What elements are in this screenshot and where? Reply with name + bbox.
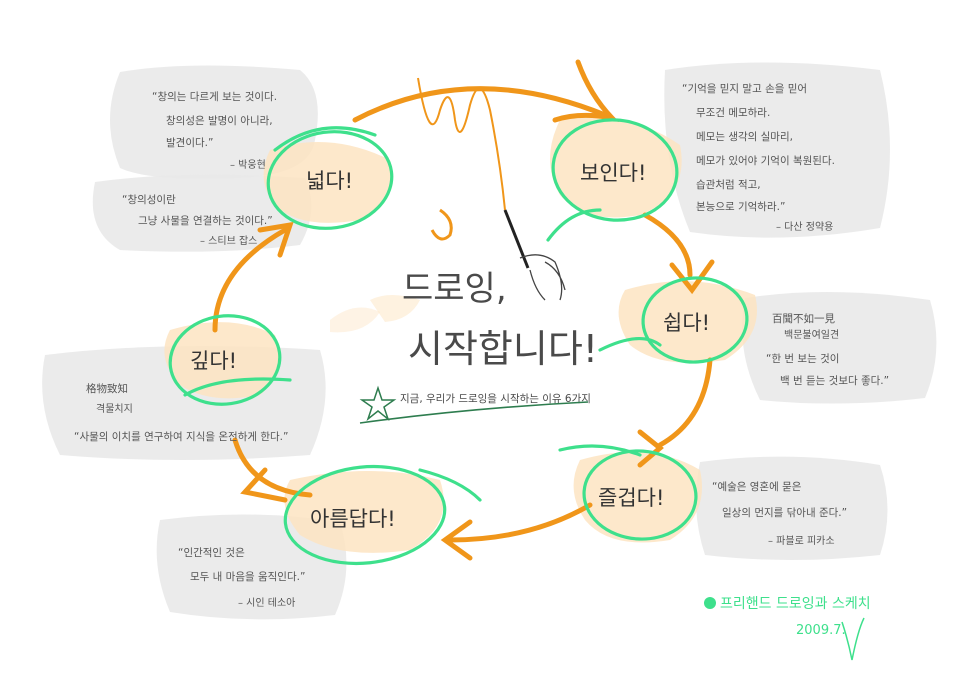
svg-text:格物致知: 格物致知: [86, 382, 128, 395]
svg-text:그냥 사물을 연결하는 것이다.”: 그냥 사물을 연결하는 것이다.”: [138, 214, 273, 227]
svg-text:– 스티브 잡스: – 스티브 잡스: [200, 235, 257, 247]
svg-text:메모가 있어야 기억이 복원된다.: 메모가 있어야 기억이 복원된다.: [696, 154, 835, 167]
svg-text:무조건 메모하라.: 무조건 메모하라.: [696, 106, 770, 119]
arrow-right-lower: [657, 357, 713, 448]
title-line2: 시작합니다!: [408, 327, 598, 371]
arrow-top: [352, 86, 608, 123]
node-label-fun: 즐겁다!: [598, 486, 664, 510]
node-label-beautiful: 아름답다!: [310, 507, 396, 531]
quote-seeing-once: 百聞不如一見 백문불여일견 “한 번 보는 것이 백 번 듣는 것보다 좋다.”: [766, 312, 889, 387]
quote-memo: “기억을 믿지 말고 손을 믿어 무조건 메모하라. 메모는 생각의 실마리, …: [682, 83, 835, 233]
svg-text:본능으로 기억하라.”: 본능으로 기억하라.”: [696, 200, 785, 213]
node-label-wide: 넓다!: [306, 169, 353, 193]
node-label-easy: 쉽다!: [663, 311, 710, 335]
arrow-right-upper: [642, 212, 693, 278]
subtitle: 지금, 우리가 드로잉을 시작하는 이유 6가지: [400, 392, 591, 405]
svg-text:일상의 먼지를 닦아내 준다.”: 일상의 먼지를 닦아내 준다.”: [722, 506, 847, 519]
star-icon: [359, 385, 397, 422]
svg-text:창의성은 발명이 아니라,: 창의성은 발명이 아니라,: [166, 115, 273, 127]
svg-text:“인간적인 것은: “인간적인 것은: [178, 547, 245, 559]
svg-text:– 파블로 피카소: – 파블로 피카소: [768, 535, 835, 547]
svg-text:“한 번 보는 것이: “한 번 보는 것이: [766, 353, 839, 365]
node-highlights: [164, 117, 757, 553]
svg-text:“사물의 이치를 연구하여 지식을 온전하게 한다.”: “사물의 이치를 연구하여 지식을 온전하게 한다.”: [74, 430, 288, 443]
svg-text:메모는 생각의 실마리,: 메모는 생각의 실마리,: [696, 131, 793, 143]
quote-backgrounds: [42, 62, 937, 620]
arrowhead-left-upper: [257, 221, 294, 258]
svg-text:– 다산 정약용: – 다산 정약용: [776, 221, 833, 233]
svg-text:“기억을 믿지 말고 손을 믿어: “기억을 믿지 말고 손을 믿어: [682, 83, 807, 95]
signature: 프리핸드 드로잉과 스케치 2009.7.: [704, 596, 871, 661]
node-rings: [168, 118, 749, 566]
signature-mark: [841, 617, 865, 661]
arrowhead-bottom: [440, 519, 473, 561]
svg-text:습관처럼 적고,: 습관처럼 적고,: [696, 178, 761, 191]
quote-creativity-seeing: “창의는 다르게 보는 것이다. 창의성은 발명이 아니라, 발견이다.” – …: [152, 91, 277, 171]
pen-icon: [503, 209, 566, 301]
node-label-visible: 보인다!: [580, 161, 646, 185]
node-labels: 넓다! 보인다! 쉽다! 즐겁다! 아름답다! 깊다!: [190, 161, 710, 531]
quote-art: “예술은 영혼에 묻은 일상의 먼지를 닦아내 준다.” – 파블로 피카소: [712, 480, 847, 547]
svg-text:백문불여일견: 백문불여일견: [784, 329, 839, 341]
svg-text:“예술은 영혼에 묻은: “예술은 영혼에 묻은: [712, 480, 802, 493]
signature-line1: 프리핸드 드로잉과 스케치: [720, 596, 871, 612]
signature-badge-icon: [704, 597, 716, 609]
svg-text:“창의성이란: “창의성이란: [122, 194, 176, 206]
quote-humanity: “인간적인 것은 모두 내 마음을 움직인다.” – 시인 테소아: [178, 547, 305, 609]
subtitle-underline: [359, 401, 589, 424]
center-title: 드로잉, 시작합니다! 지금, 우리가 드로잉을 시작하는 이유 6가지: [359, 269, 598, 424]
arrowhead-right-lower: [637, 429, 664, 468]
arrowhead-top: [552, 59, 620, 123]
svg-text:– 시인 테소아: – 시인 테소아: [238, 597, 295, 609]
svg-text:“창의는 다르게 보는 것이다.: “창의는 다르게 보는 것이다.: [152, 91, 277, 103]
svg-text:百聞不如一見: 百聞不如一見: [772, 312, 835, 325]
arrowhead-left-lower: [240, 467, 288, 503]
title-line1: 드로잉,: [402, 269, 507, 309]
node-label-deep: 깊다!: [190, 349, 237, 373]
svg-text:백 번 듣는 것보다 좋다.”: 백 번 듣는 것보다 좋다.”: [780, 375, 889, 387]
arrowhead-right-upper: [669, 259, 715, 295]
pen-hand-doodle: [417, 77, 506, 241]
signature-line2: 2009.7.: [796, 623, 846, 638]
quote-investigation: 格物致知 격물치지 “사물의 이치를 연구하여 지식을 온전하게 한다.”: [74, 382, 288, 443]
svg-text:모두 내 마음을 움직인다.”: 모두 내 마음을 움직인다.”: [190, 571, 305, 583]
svg-text:발견이다.”: 발견이다.”: [166, 137, 213, 149]
svg-text:격물치지: 격물치지: [96, 402, 133, 415]
arrow-bottom: [447, 502, 593, 543]
svg-text:– 박웅현: – 박웅현: [230, 159, 266, 171]
quote-creativity-connecting: “창의성이란 그냥 사물을 연결하는 것이다.” – 스티브 잡스: [122, 194, 273, 247]
